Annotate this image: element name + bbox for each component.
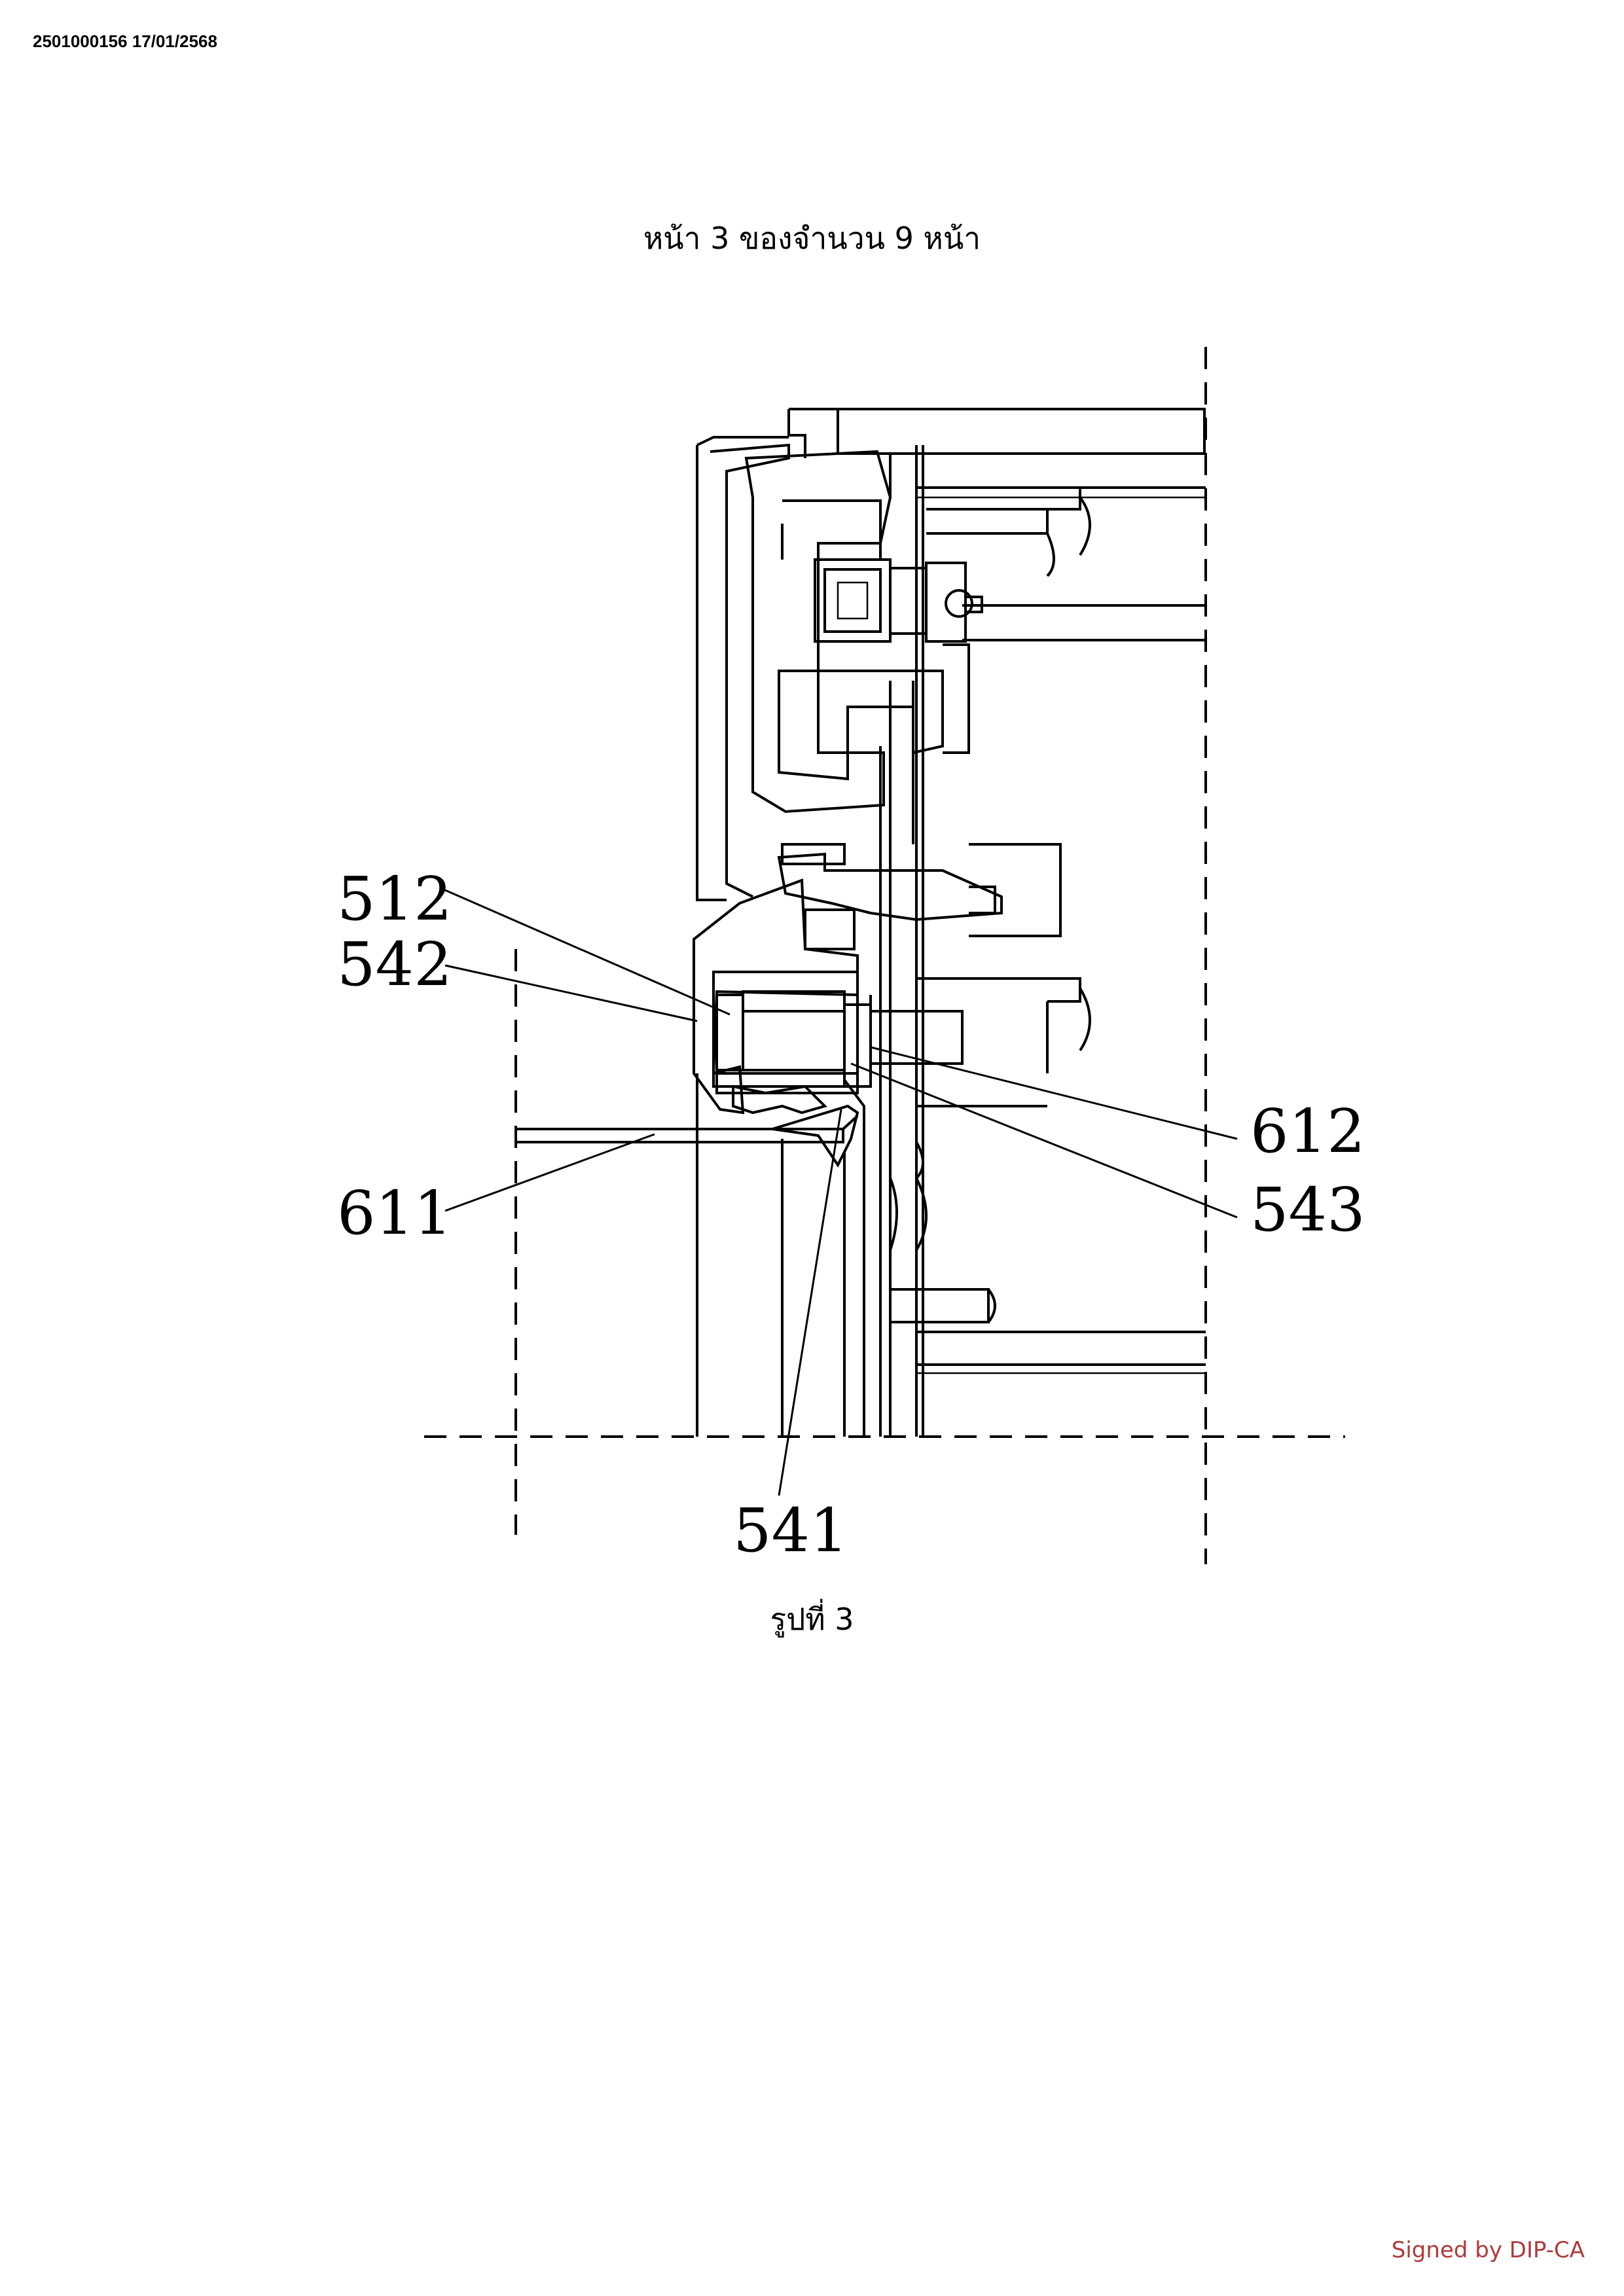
vertical-profile-lines xyxy=(696,445,924,1437)
lower-housing-hatched xyxy=(693,878,964,1115)
upper-knob xyxy=(926,486,1091,577)
ref-label-611: 611 xyxy=(337,1178,452,1248)
leader-542 xyxy=(444,964,698,1022)
leader-611 xyxy=(444,1133,655,1212)
ref-label-542: 542 xyxy=(337,929,452,999)
document-id-stamp: 2501000156 17/01/2568 xyxy=(33,31,217,51)
figure-caption: รูปที่ 3 xyxy=(770,1602,854,1637)
lower-pin xyxy=(890,1288,996,1323)
leader-lines xyxy=(444,889,1238,1496)
ref-label-612: 612 xyxy=(1250,1096,1365,1166)
ref-label-541: 541 xyxy=(733,1496,848,1566)
ref-label-543: 543 xyxy=(1250,1175,1365,1245)
leader-543 xyxy=(850,1062,1238,1219)
leader-612 xyxy=(870,1046,1238,1140)
seal-hook xyxy=(732,1079,865,1168)
leader-512 xyxy=(444,889,731,1016)
bottom-plate xyxy=(514,1115,859,1143)
upper-frame-profile xyxy=(696,436,892,901)
middle-bracket xyxy=(777,843,1003,950)
upper-connector xyxy=(781,499,983,643)
ref-label-512: 512 xyxy=(337,864,452,934)
lower-knob xyxy=(889,977,1091,1251)
middle-tabs xyxy=(778,643,1062,937)
page-counter: หน้า 3 ของจำนวน 9 หน้า xyxy=(643,221,981,256)
digital-signature: Signed by DIP-CA xyxy=(1391,2237,1585,2263)
guide-rails xyxy=(916,452,1206,1374)
leader-541 xyxy=(778,1109,842,1496)
